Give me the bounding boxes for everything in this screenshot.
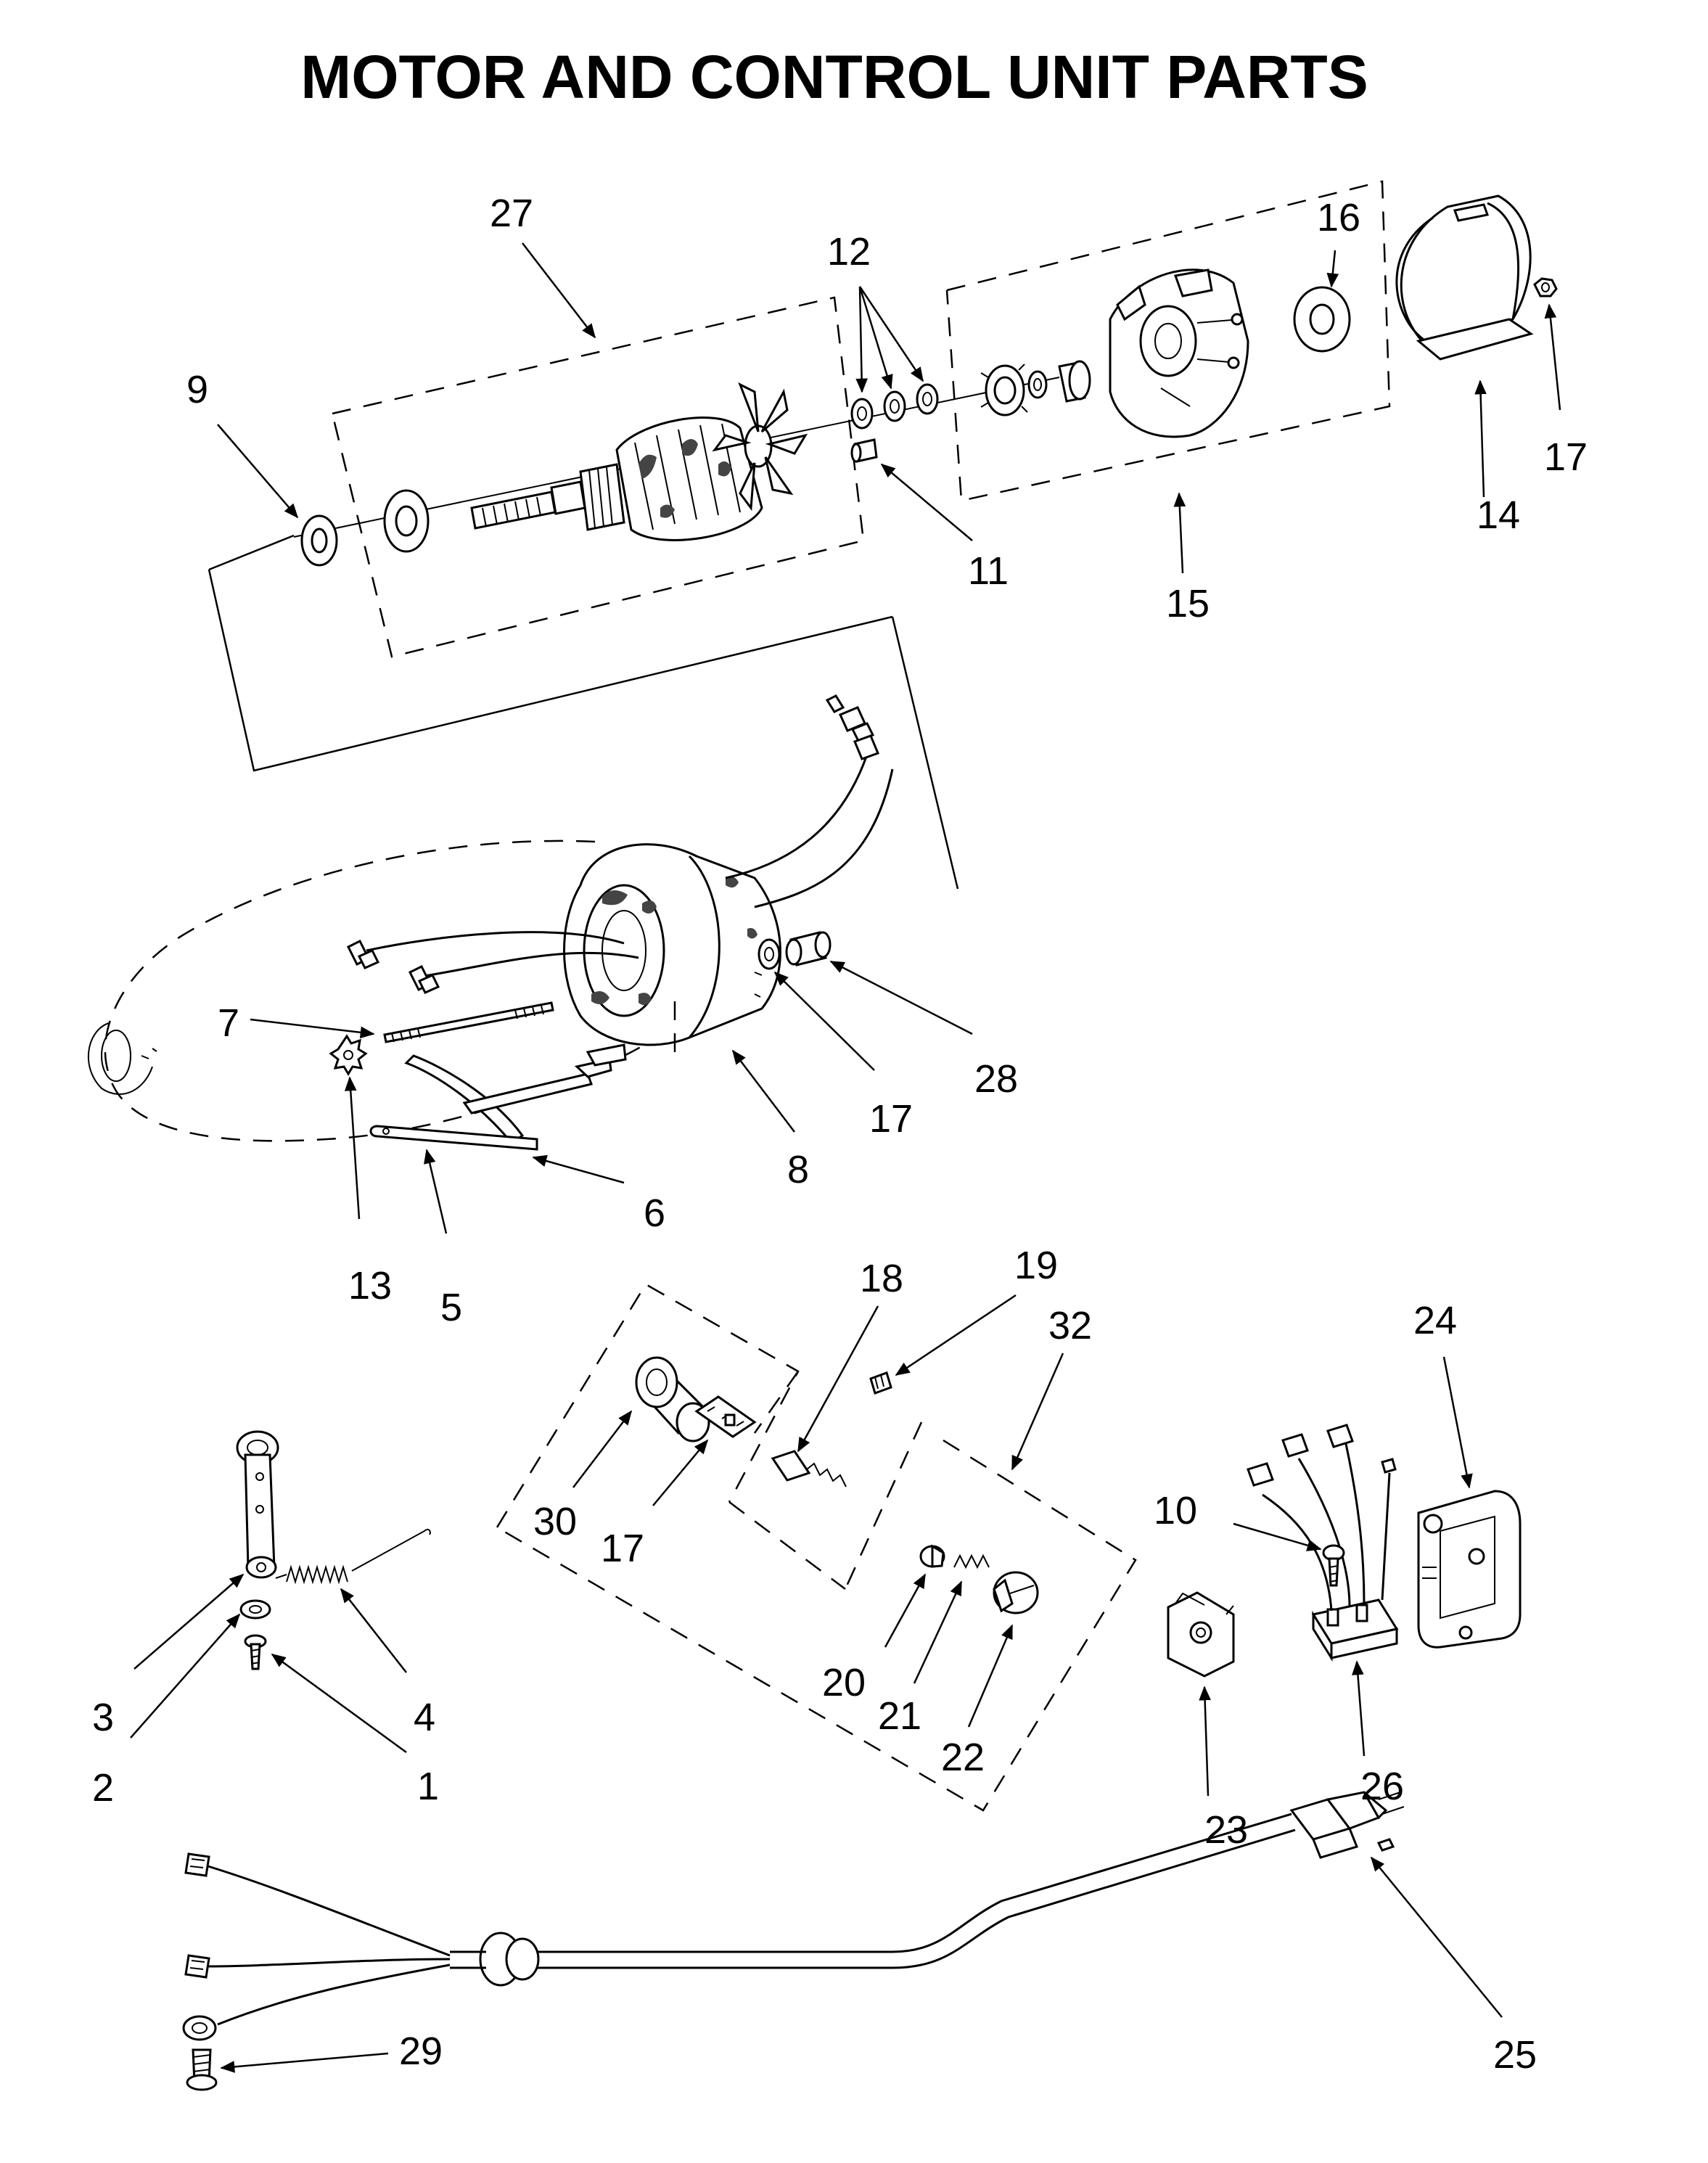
callout-5: 5 — [440, 1286, 462, 1329]
lever-part-6 — [404, 1043, 627, 1145]
end-bracket — [1109, 268, 1249, 438]
callout-10: 10 — [1154, 1489, 1197, 1532]
strip-part-5 — [369, 1125, 538, 1151]
cap-part-21 — [919, 1544, 945, 1568]
small-washer — [1027, 370, 1048, 399]
callout-20: 19 — [1014, 1244, 1058, 1287]
callout-28: 27 — [490, 192, 533, 235]
pin-part-11 — [850, 438, 878, 463]
spring-part-22 — [953, 1553, 990, 1569]
cord-connector-2 — [184, 1954, 210, 1979]
star-washer-part-13 — [329, 1034, 368, 1076]
sleeve-part-29 — [785, 931, 832, 966]
screw-cap-part-23 — [993, 1571, 1039, 1614]
ring-terminal — [182, 2015, 217, 2041]
screw-part-10 — [1322, 1544, 1345, 1587]
callout-18: 17 — [601, 1527, 644, 1570]
bracket-dashed-box — [945, 180, 1391, 502]
brush-holder-group — [496, 1283, 1137, 1812]
brush-holder-part-31 — [635, 1356, 710, 1442]
strain-relief — [450, 1932, 540, 1987]
field-leads — [346, 694, 894, 994]
brush-dashed-box-outer — [496, 1283, 800, 1528]
rod-part-7 — [383, 1001, 554, 1043]
callout-12: 12 — [827, 230, 871, 274]
armature-core — [615, 416, 763, 541]
callout-23: 22 — [941, 1736, 985, 1779]
callout-17-mid: 17 — [869, 1097, 913, 1141]
callout-16: 16 — [1317, 196, 1360, 239]
control-plate-part-25 — [1417, 1490, 1522, 1649]
armature-group — [208, 296, 1060, 890]
bearing — [383, 489, 430, 553]
callout-25: 24 — [1413, 1299, 1457, 1342]
callout-29: 28 — [974, 1057, 1018, 1101]
callout-8: 8 — [787, 1148, 809, 1191]
nut-part-17 — [1533, 277, 1558, 297]
callout-9: 9 — [186, 368, 208, 411]
callout-14: 14 — [1477, 493, 1520, 537]
end-bracket-group — [945, 180, 1391, 502]
callout-6: 6 — [644, 1191, 665, 1235]
callout-3: 3 — [92, 1696, 114, 1739]
switch-part-27 — [1247, 1424, 1399, 1662]
plug — [1289, 1791, 1405, 1859]
terminal-block-part-24 — [1167, 1591, 1235, 1678]
callout-19: 18 — [860, 1257, 903, 1300]
fan — [712, 382, 808, 512]
callout-11: 11 — [968, 549, 1009, 593]
control-lever-part-3 — [236, 1430, 279, 1579]
spring-part-20 — [869, 1371, 892, 1395]
retaining-ring — [980, 364, 1028, 416]
callout-30: 29 — [399, 2029, 443, 2073]
callout-22: 21 — [878, 1694, 921, 1738]
bushing — [1058, 360, 1091, 403]
brush-part-19 — [771, 1450, 847, 1487]
worm-shaft — [470, 480, 586, 530]
washer-part-2 — [239, 1599, 271, 1620]
control-lever-group — [236, 1430, 431, 1670]
power-cord-group — [182, 1791, 1405, 2091]
bearing-part-16 — [1293, 286, 1351, 353]
callout-32: 32 — [1048, 1304, 1092, 1347]
brush-clip-part-18 — [694, 1395, 757, 1438]
callout-17-top: 17 — [1544, 435, 1588, 479]
callout-21: 20 — [822, 1661, 866, 1704]
callout-15: 15 — [1166, 582, 1210, 625]
leader-lines — [130, 242, 1561, 2073]
field-housing-group — [87, 694, 894, 1151]
washer-part-9 — [300, 514, 338, 567]
callout-4: 4 — [414, 1696, 435, 1739]
callout-27: 26 — [1360, 1765, 1404, 1808]
callout-24: 23 — [1204, 1808, 1248, 1852]
mounting-ring-part-14 — [1395, 194, 1534, 361]
callout-2: 2 — [92, 1766, 114, 1810]
callout-13: 13 — [348, 1264, 392, 1308]
page-title: MOTOR AND CONTROL UNIT PARTS — [300, 43, 1368, 111]
cord-connector-1 — [184, 1852, 210, 1877]
commutator — [579, 463, 625, 531]
callout-26: 25 — [1493, 2033, 1537, 2077]
callout-labels: 9 27 12 11 15 16 14 17 7 13 5 6 8 17 28 … — [92, 192, 1588, 2077]
screw-part-1 — [244, 1634, 267, 1670]
washer-part-17 — [757, 938, 781, 970]
callout-31: 30 — [533, 1500, 577, 1543]
armature-solid-outline — [208, 534, 295, 571]
spring-part-4 — [275, 1528, 431, 1585]
screw-part-30 — [186, 2048, 218, 2091]
washer-set-part-12 — [850, 383, 939, 430]
callout-1: 1 — [417, 1765, 439, 1808]
housing-nose — [87, 1022, 157, 1096]
field-stator — [563, 843, 781, 1046]
callout-7: 7 — [218, 1001, 239, 1045]
